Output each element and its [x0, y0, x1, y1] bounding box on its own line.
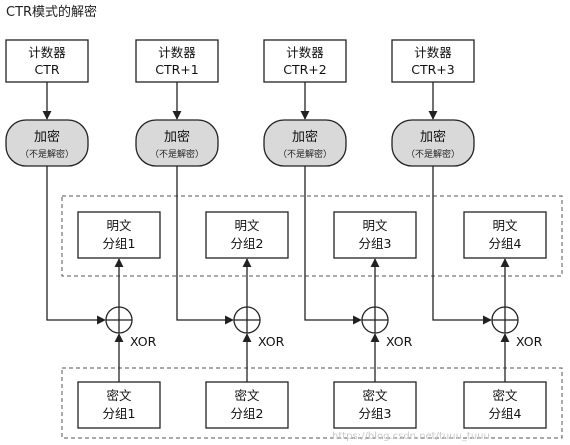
- counter-value-4: CTR+3: [411, 62, 454, 77]
- ciphertext-index-1: 分组1: [103, 406, 136, 421]
- ciphertext-index-2: 分组2: [231, 406, 264, 421]
- plaintext-index-3: 分组3: [359, 236, 392, 251]
- encrypt-note-4: （不是解密）: [406, 148, 460, 160]
- ciphertext-label-3: 密文: [362, 388, 388, 403]
- counter-value-2: CTR+1: [155, 62, 198, 77]
- keystream-wire-1: [46, 166, 106, 325]
- column-1: 计数器 CTR 加密 （不是解密） 明文 分组1 XOR 密文 分组1: [5, 39, 161, 429]
- counter-box-3: [263, 39, 347, 83]
- counter-label-1: 计数器: [28, 45, 66, 60]
- plaintext-box-2: [205, 211, 289, 259]
- plaintext-label-4: 明文: [492, 218, 518, 233]
- encrypt-label-2: 加密: [164, 129, 190, 145]
- plaintext-label-2: 明文: [234, 218, 260, 233]
- plaintext-index-1: 分组1: [103, 236, 136, 251]
- plaintext-label-1: 明文: [106, 218, 132, 233]
- encrypt-label-1: 加密: [34, 129, 60, 145]
- ciphertext-box-1: [77, 381, 161, 429]
- encrypt-note-2: （不是解密）: [150, 148, 204, 160]
- xor-label-4: XOR: [516, 334, 543, 349]
- diagram-title: CTR模式的解密: [6, 4, 97, 20]
- ciphertext-box-3: [333, 381, 417, 429]
- ciphertext-label-4: 密文: [492, 388, 518, 403]
- encrypt-label-3: 加密: [292, 129, 318, 145]
- column-2: 计数器 CTR+1 加密 （不是解密） 明文 分组2 XOR 密文 分组2: [135, 39, 289, 429]
- ciphertext-label-2: 密文: [234, 388, 260, 403]
- xor-label-3: XOR: [386, 334, 413, 349]
- ciphertext-group-outline: [61, 367, 563, 439]
- counter-value-3: CTR+2: [283, 62, 326, 77]
- counter-value-1: CTR: [34, 62, 59, 77]
- plaintext-box-3: [333, 211, 417, 259]
- ciphertext-index-4: 分组4: [489, 406, 522, 421]
- counter-label-2: 计数器: [158, 45, 196, 60]
- plaintext-label-3: 明文: [362, 218, 388, 233]
- column-3: 计数器 CTR+2 加密 （不是解密） 明文 分组3 XOR 密文 分组3: [263, 39, 417, 429]
- keystream-wire-4: [432, 166, 492, 325]
- counter-box-1: [5, 39, 89, 83]
- plaintext-group-outline: [61, 195, 563, 277]
- column-4: 计数器 CTR+3 加密 （不是解密） 明文 分组4 XOR 密文 分组4: [391, 39, 547, 429]
- plaintext-index-2: 分组2: [231, 236, 264, 251]
- keystream-wire-2: [176, 166, 234, 325]
- counter-label-3: 计数器: [286, 45, 324, 60]
- ciphertext-box-2: [205, 381, 289, 429]
- counter-label-4: 计数器: [414, 45, 452, 60]
- counter-box-2: [135, 39, 219, 83]
- encrypt-note-1: （不是解密）: [20, 148, 74, 160]
- keystream-wire-3: [304, 166, 362, 325]
- xor-label-1: XOR: [130, 334, 157, 349]
- encrypt-note-3: （不是解密）: [278, 148, 332, 160]
- watermark-text: https://blog.csdn.net/tuuu_tuuu: [332, 431, 490, 442]
- plaintext-index-4: 分组4: [489, 236, 522, 251]
- plaintext-box-4: [463, 211, 547, 259]
- xor-label-2: XOR: [258, 334, 285, 349]
- ciphertext-index-3: 分组3: [359, 406, 392, 421]
- plaintext-box-1: [77, 211, 161, 259]
- encrypt-label-4: 加密: [420, 129, 446, 145]
- ciphertext-label-1: 密文: [106, 388, 132, 403]
